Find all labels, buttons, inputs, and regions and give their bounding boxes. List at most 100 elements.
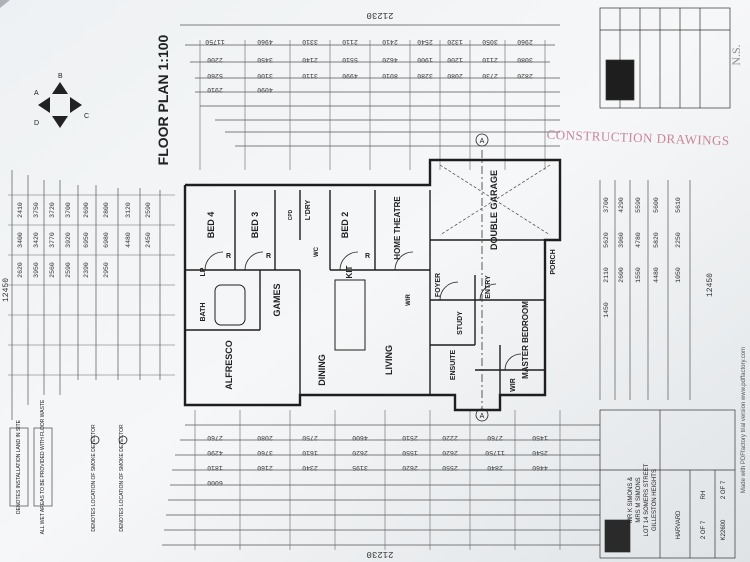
room-double-garage: DOUBLE GARAGE [489, 170, 499, 250]
dimension-label: 8010 [382, 72, 398, 79]
dimension-label: 1810 [207, 464, 223, 471]
checked-by: RH [701, 491, 707, 500]
dimension-label: 2510 [402, 434, 418, 441]
compass-label-c: C [84, 113, 89, 120]
dimension-label: 1550 [635, 267, 642, 283]
room-linen-press: LP [200, 267, 207, 276]
dimension-label: 2110 [342, 38, 358, 45]
interior-walls [185, 190, 545, 395]
revision-block [599, 7, 731, 109]
dimension-label: 3080 [517, 56, 533, 63]
dimension-label: 1450 [532, 434, 548, 441]
dimension-label: 4290 [207, 449, 223, 456]
dimension-label: 2620 [17, 262, 24, 278]
dimension-label: 4960 [257, 38, 273, 45]
title-block [599, 409, 736, 559]
robe-bed-4: R [226, 253, 231, 260]
dimension-label: 1320 [447, 38, 463, 45]
dimension-label: 4480 [125, 232, 132, 248]
dimension-label: 3920 [65, 232, 72, 248]
project-line-2: MRS M SIMONS [636, 477, 642, 522]
dimension-label: 3310 [302, 38, 318, 45]
overall-dimension-bottom: 21230 [366, 549, 393, 559]
dimension-label: 2540 [532, 449, 548, 456]
dimension-label: 2340 [302, 464, 318, 471]
dimension-label: 4480 [653, 267, 660, 283]
dimension-label: 6980 [103, 232, 110, 248]
dimension-label: 3280 [417, 72, 433, 79]
room-bed-2: BED 2 [340, 212, 350, 239]
room-kit: KIT [345, 265, 354, 278]
dimension-label: 6950 [83, 232, 90, 248]
robe-bed-3: R [266, 253, 271, 260]
compass-arrow-left [38, 97, 50, 113]
job-number: K22600 [721, 519, 727, 540]
dimension-label: 5610 [675, 197, 682, 213]
section-markers: A A [475, 133, 489, 422]
dimension-label: 3100 [257, 72, 273, 79]
project-line-4: GILLESTON HEIGHTS [652, 469, 658, 531]
dimension-label: 3720 [49, 202, 56, 218]
dimension-label: 2760 [207, 434, 223, 441]
dimension-label: 2620 [402, 464, 418, 471]
floor-plan [183, 150, 562, 412]
dimension-label: 2820 [517, 72, 533, 79]
dimension-label: 5600 [653, 197, 660, 213]
dimension-label: 1900 [417, 56, 433, 63]
dimension-label: 2600 [618, 267, 625, 283]
dimension-label: 2960 [517, 38, 533, 45]
dimension-label: 3700 [603, 197, 610, 213]
room-wc: WC [314, 246, 320, 257]
dimension-label: 2200 [207, 56, 223, 63]
dimension-label: 2910 [207, 86, 223, 93]
dimension-label: 2110 [482, 56, 498, 63]
top-dimension-lines [180, 24, 560, 147]
dimension-label: 2620 [442, 449, 458, 456]
kitchen-bench [334, 279, 366, 351]
dimension-label: 2690 [83, 202, 90, 218]
room-alfresco: ALFRESCO [224, 340, 234, 390]
room-games: GAMES [272, 283, 282, 316]
room-bath: BATH [200, 303, 207, 322]
room-entry: ENTRY [485, 275, 492, 299]
section-marker-bottom: A [480, 413, 485, 420]
dimension-label: 2410 [17, 202, 24, 218]
room-bed-4: BED 4 [206, 212, 216, 239]
compass-rose: A B C D [34, 73, 89, 128]
dimension-label: 1200 [447, 56, 463, 63]
pdffactory-watermark: Made with PDFfactory trial version www.p… [741, 347, 747, 493]
compass-label-a: A [34, 90, 39, 97]
door-swings [204, 251, 522, 371]
dimension-label: 5260 [207, 72, 223, 79]
room-ensuite: ENSUITE [450, 350, 457, 381]
dimension-label: 3960 [618, 232, 625, 248]
dimension-label: 2950 [103, 262, 110, 278]
dimension-label: 4600 [352, 434, 368, 441]
section-marker-top: A [480, 138, 485, 145]
dimension-label: 3770 [49, 232, 56, 248]
notes-block: DENOTES INSTALLATION LAND IN SITE ALL WE… [9, 399, 128, 534]
room-master-bedroom: MASTER BEDROOM [521, 301, 530, 379]
dimension-label: 3450 [257, 56, 273, 63]
room-home-theatre: HOME THEATRE [393, 196, 402, 260]
compass-label-b: B [58, 73, 63, 80]
right-dimension-lines [599, 180, 691, 400]
room-dining: DINING [317, 354, 327, 386]
overall-dimension-left: 12450 [2, 278, 11, 302]
dimension-label: 4460 [532, 464, 548, 471]
dimension-label: 2410 [382, 38, 398, 45]
dimension-label: 4090 [257, 86, 273, 93]
overall-dimension-right: 12450 [706, 273, 715, 297]
dimension-label: 2560 [49, 262, 56, 278]
dimension-label: 2590 [145, 202, 152, 218]
dimension-label: 4990 [342, 72, 358, 79]
dimension-label: 2750 [302, 434, 318, 441]
overall-dimension-top: 21230 [366, 10, 393, 20]
sheet-number: 2 OF 7 [721, 480, 727, 499]
